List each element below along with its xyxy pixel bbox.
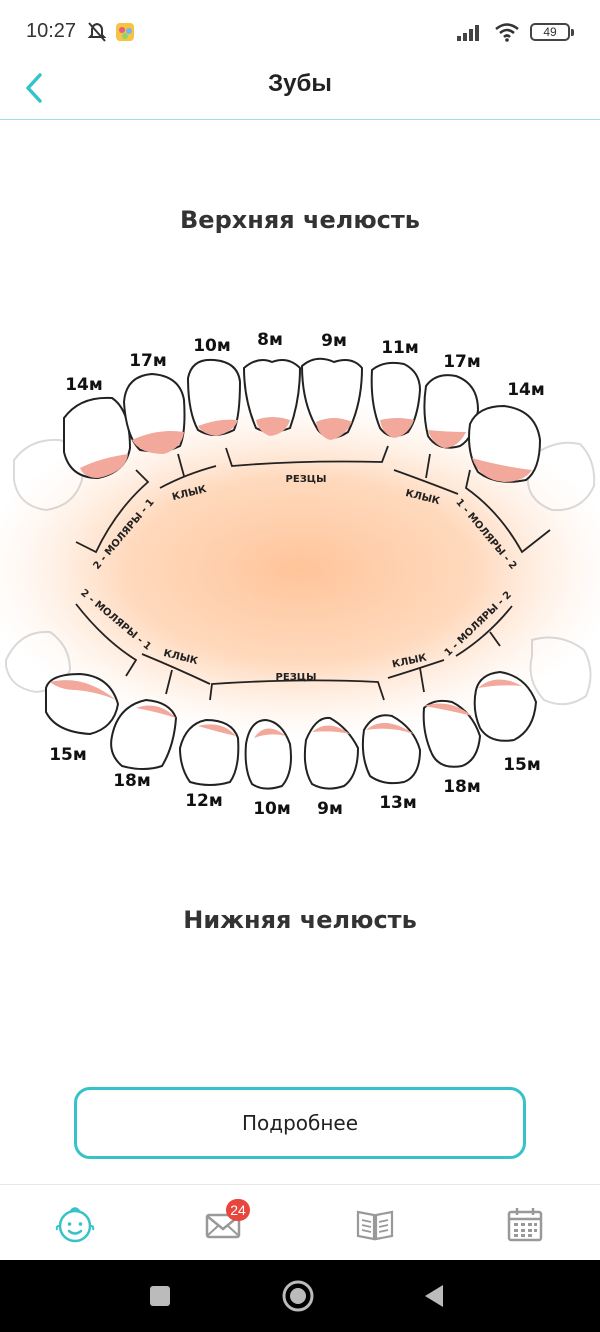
lower-tooth-label-4: 10м [253, 799, 291, 819]
more-button[interactable]: Подробнее [74, 1087, 526, 1159]
teeth-diagram: РЕЗЦЫ КЛЫК КЛЫК 2 - МОЛЯРЫ - 1 1 - МОЛЯР… [0, 330, 600, 819]
lower-tooth-3[interactable] [178, 718, 240, 786]
nav-calendar[interactable] [500, 1199, 550, 1249]
calendar-icon [507, 1208, 543, 1242]
page-title: Зубы [268, 70, 332, 97]
bottom-nav: 24 [0, 1184, 600, 1260]
upper-tooth-label-5: 9м [321, 331, 347, 351]
lower-tooth-1[interactable] [45, 672, 120, 736]
lower-tooth-label-3: 12м [185, 791, 223, 811]
open-book-icon [356, 1210, 394, 1241]
upper-tooth-label-6: 11м [381, 338, 419, 358]
recent-apps-button[interactable] [142, 1278, 178, 1314]
upper-incisors-label: РЕЗЦЫ [286, 474, 327, 485]
upper-tooth-label-1: 14м [65, 375, 103, 395]
lower-tooth-2[interactable] [110, 698, 178, 770]
system-back-button[interactable] [416, 1278, 452, 1314]
upper-teeth [63, 357, 542, 483]
lower-tooth-labels: 15м 18м 12м 10м 9м 13м 18м 15м [49, 745, 541, 819]
status-bar: 10:27 49 [0, 0, 600, 64]
upper-tooth-label-8: 14м [507, 380, 545, 400]
lower-tooth-5[interactable] [303, 716, 360, 790]
mouth-glow [0, 400, 600, 740]
lower-teeth [45, 670, 538, 790]
lower-tooth-label-1: 15м [49, 745, 87, 765]
upper-tooth-8[interactable] [468, 404, 542, 483]
lower-brackets [75, 603, 513, 701]
lower-tooth-7[interactable] [422, 699, 482, 768]
lower-tooth-8[interactable] [473, 670, 538, 742]
upper-tooth-1[interactable] [63, 396, 132, 480]
app-header: Зубы [0, 64, 600, 120]
square-icon [150, 1286, 170, 1306]
nav-library[interactable] [350, 1199, 400, 1249]
lower-incisors-label: РЕЗЦЫ [276, 672, 317, 683]
baby-face-icon [55, 1207, 95, 1243]
battery-indicator: 49 [530, 23, 574, 41]
triangle-back-icon [425, 1285, 443, 1307]
chevron-left-icon [26, 73, 42, 103]
lower-tooth-label-2: 18м [113, 771, 151, 791]
nav-baby[interactable] [50, 1199, 100, 1249]
upper-tooth-6[interactable] [370, 361, 422, 438]
lower-tooth-label-6: 13м [379, 793, 417, 813]
home-button[interactable] [280, 1278, 316, 1314]
upper-tooth-label-2: 17м [129, 351, 167, 371]
upper-tooth-5[interactable] [300, 357, 364, 440]
upper-tooth-label-4: 8м [257, 330, 283, 350]
lower-tooth-label-7: 18м [443, 777, 481, 797]
lower-jaw-title: Нижняя челюсть [183, 906, 417, 934]
upper-tooth-2[interactable] [122, 372, 186, 454]
upper-tooth-7[interactable] [423, 374, 480, 449]
system-nav-bar [0, 1260, 600, 1332]
back-button[interactable] [12, 66, 56, 110]
upper-brackets [75, 445, 551, 554]
upper-tooth-labels: 14м 17м 10м 8м 9м 11м 17м 14м [65, 330, 545, 400]
messages-badge: 24 [226, 1199, 250, 1221]
upper-tooth-4[interactable] [242, 359, 302, 436]
lower-tooth-4[interactable] [244, 718, 292, 790]
status-icons-right: 49 [456, 20, 574, 44]
lower-tooth-label-5: 9м [317, 799, 343, 819]
lower-tooth-6[interactable] [361, 714, 422, 785]
upper-tooth-label-3: 10м [193, 336, 231, 356]
lower-tooth-label-8: 15м [503, 755, 541, 775]
home-circle-icon [282, 1280, 314, 1312]
wifi-icon [495, 23, 519, 42]
nav-messages[interactable]: 24 [198, 1199, 250, 1249]
upper-jaw-title: Верхняя челюсть [180, 206, 420, 234]
upper-tooth-3[interactable] [186, 358, 242, 436]
upper-tooth-label-7: 17м [443, 352, 481, 372]
status-time: 10:27 [26, 20, 77, 42]
muted-bell-icon [87, 22, 134, 42]
status-icons-left [86, 20, 146, 44]
signal-icon [457, 25, 479, 41]
